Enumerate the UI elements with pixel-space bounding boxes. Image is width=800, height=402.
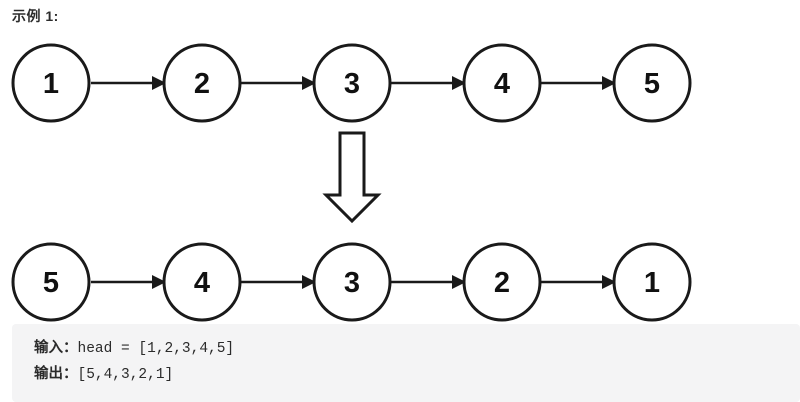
list-node-value: 3 xyxy=(344,267,360,299)
list-node: 2 xyxy=(462,242,542,322)
list-node-value: 5 xyxy=(644,68,660,100)
transform-down-arrow-icon xyxy=(322,131,382,224)
link-arrow-5-to-4 xyxy=(91,275,166,289)
list-node-value: 5 xyxy=(43,267,59,299)
list-node: 1 xyxy=(11,43,91,123)
list-node-value: 4 xyxy=(494,68,510,100)
list-node-value: 3 xyxy=(344,68,360,100)
original-linked-list: 1 2 3 4 5 xyxy=(11,43,692,123)
linked-list-reversal-diagram: 1 2 3 4 5 xyxy=(11,43,692,322)
example-input-line: 输入：head = [1,2,3,4,5] xyxy=(34,336,800,362)
link-arrow-3-to-2 xyxy=(391,275,466,289)
list-node-value: 4 xyxy=(194,267,210,299)
example-io-box: 输入：head = [1,2,3,4,5] 输出：[5,4,3,2,1] xyxy=(12,324,800,402)
input-value: head = [1,2,3,4,5] xyxy=(77,341,235,357)
link-arrow-2-to-1 xyxy=(541,275,616,289)
list-node-value: 1 xyxy=(644,267,660,299)
page-title: 示例 1: xyxy=(12,8,59,24)
list-node-value: 1 xyxy=(43,68,59,100)
link-arrow-2-to-3 xyxy=(241,76,316,90)
output-value: [5,4,3,2,1] xyxy=(77,367,174,383)
list-node: 3 xyxy=(312,43,392,123)
list-node: 3 xyxy=(312,242,392,322)
list-node: 1 xyxy=(612,242,692,322)
link-arrow-1-to-2 xyxy=(91,76,166,90)
link-arrow-4-to-3 xyxy=(241,275,316,289)
reversed-linked-list: 5 4 3 2 1 xyxy=(11,242,692,322)
list-node: 4 xyxy=(462,43,542,123)
list-node-value: 2 xyxy=(494,267,510,299)
link-arrow-3-to-4 xyxy=(391,76,466,90)
input-label: 输入： xyxy=(34,340,78,356)
link-arrow-4-to-5 xyxy=(541,76,616,90)
list-node: 5 xyxy=(11,242,91,322)
example-output-line: 输出：[5,4,3,2,1] xyxy=(34,362,800,388)
list-node-value: 2 xyxy=(194,68,210,100)
list-node: 4 xyxy=(162,242,242,322)
output-label: 输出： xyxy=(34,366,78,382)
list-node: 2 xyxy=(162,43,242,123)
list-node: 5 xyxy=(612,43,692,123)
